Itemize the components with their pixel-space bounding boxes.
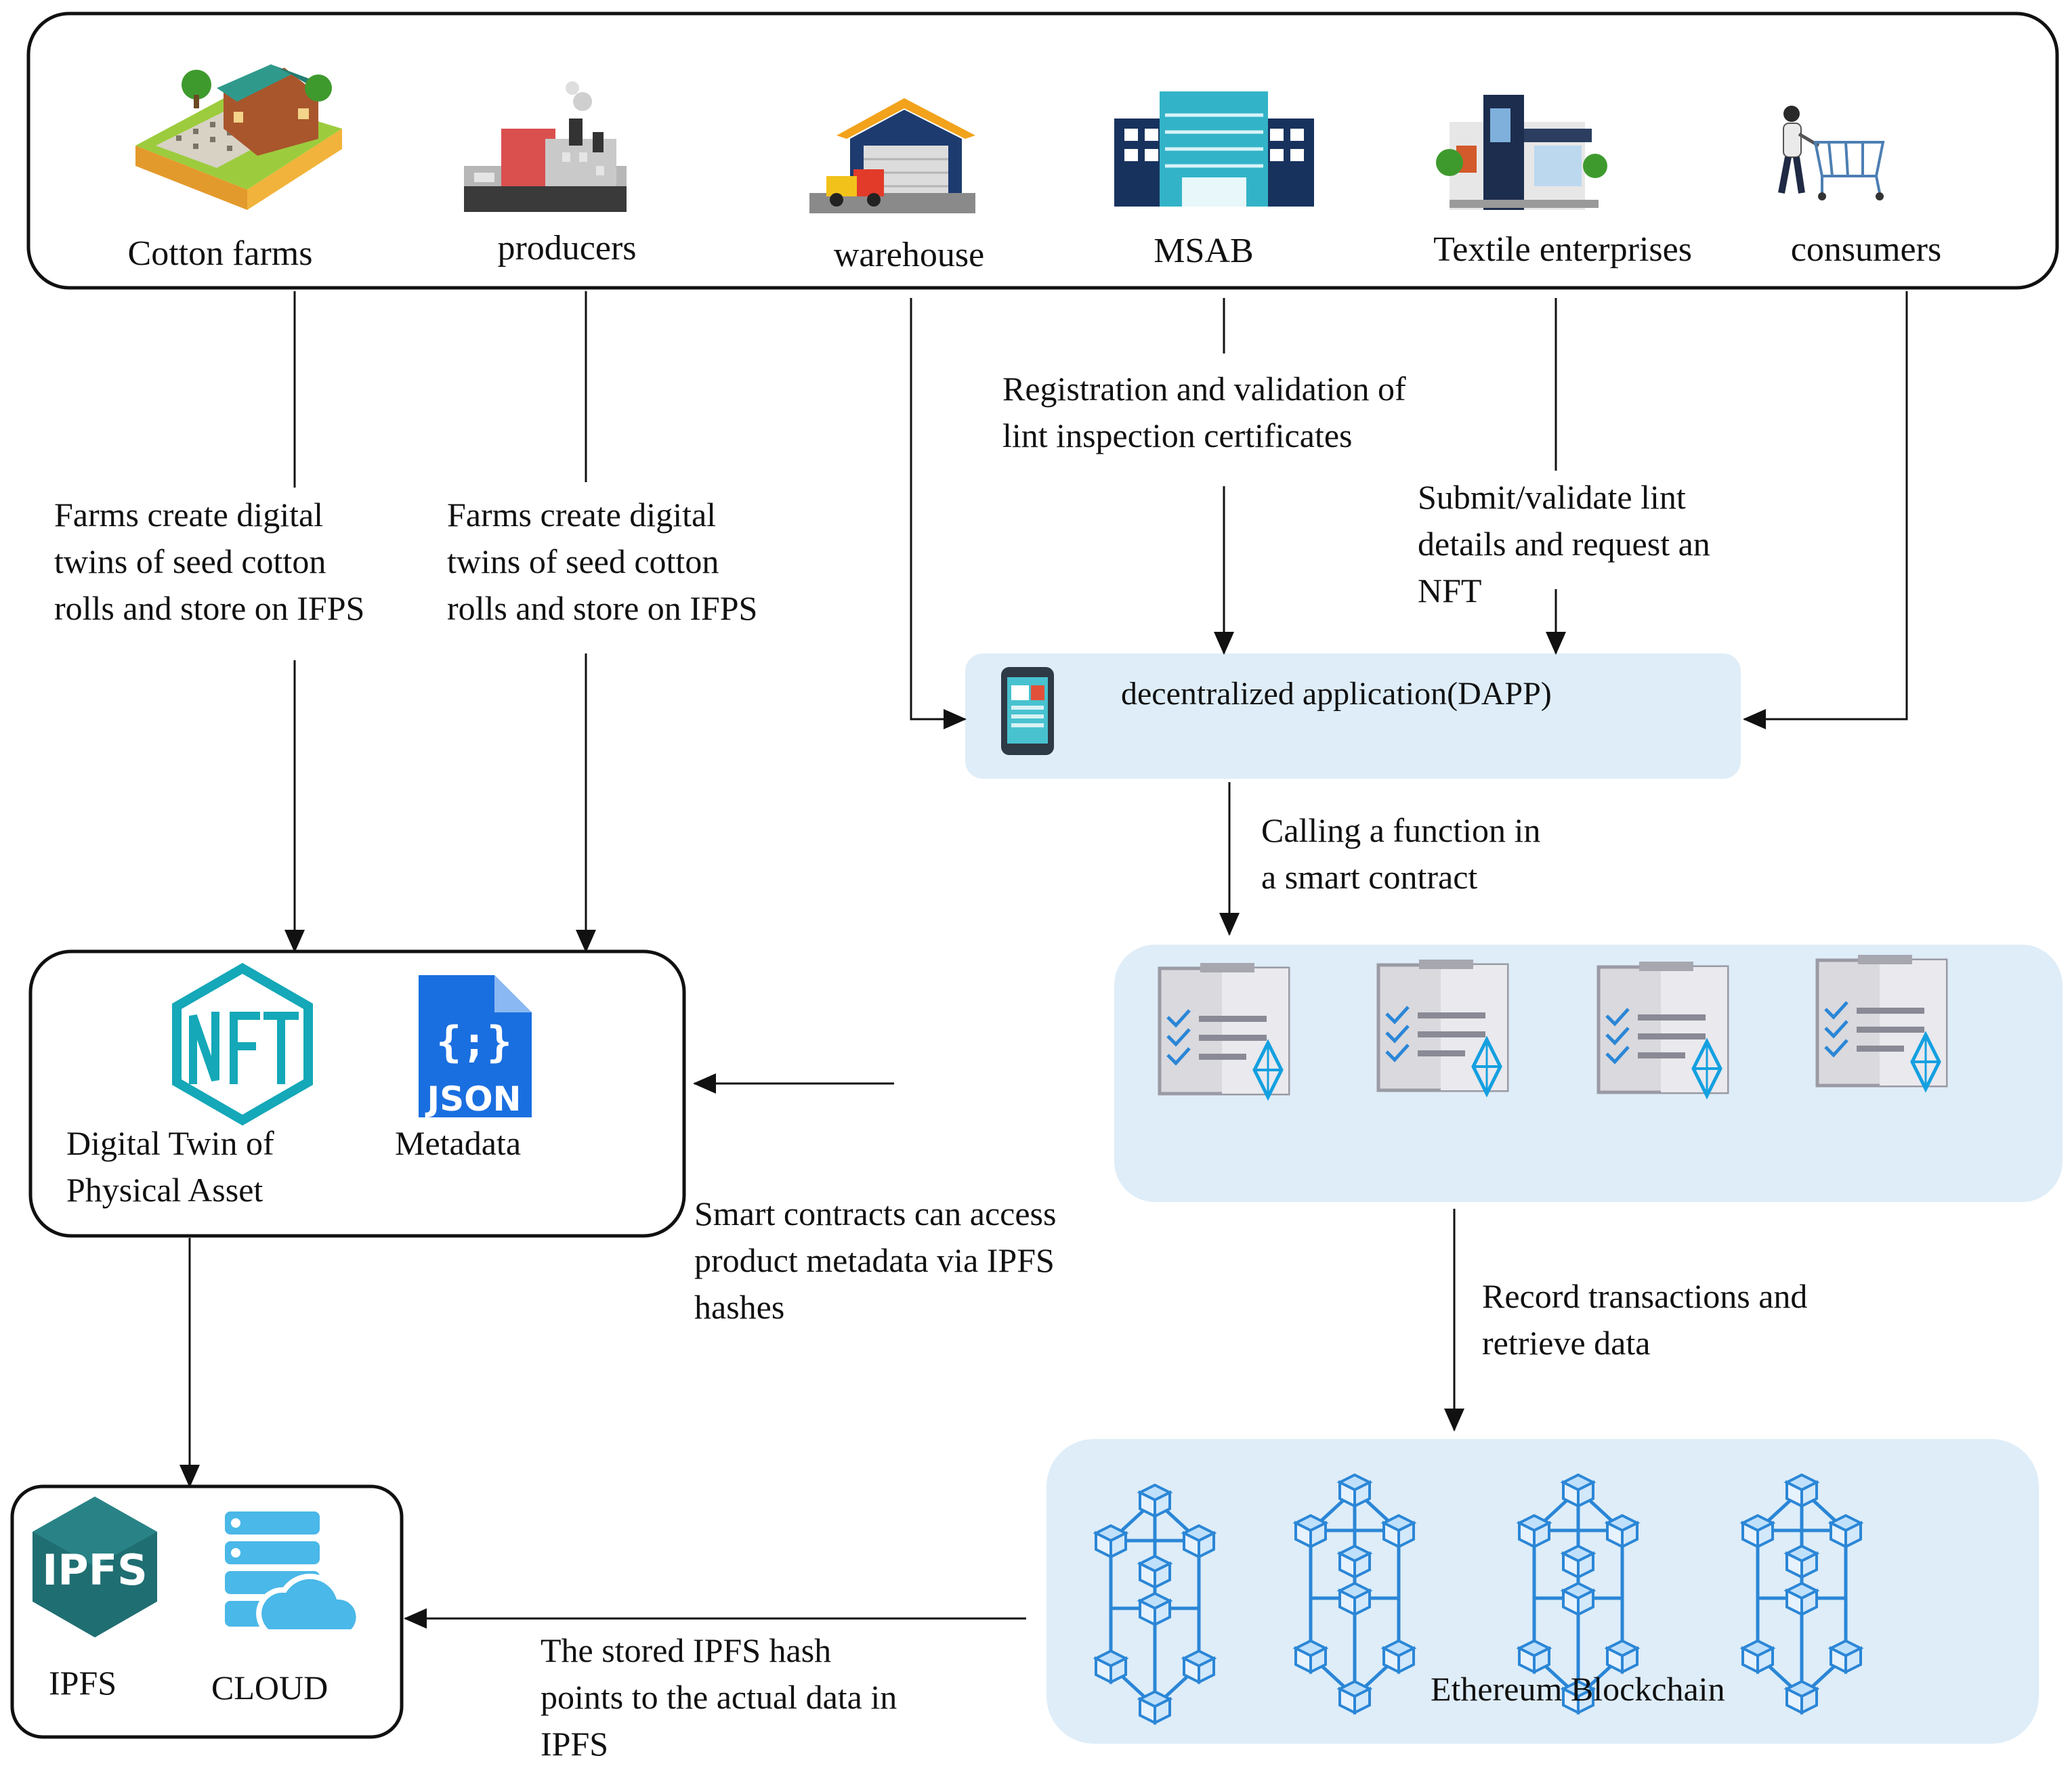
ipfs-logo-text: IPFS: [42, 1545, 148, 1595]
actor-label-textile-enterprises: Textile enterprises: [1433, 230, 1692, 269]
mobile-app-icon: [1001, 667, 1054, 755]
edge-label-chain-to-ipfs: The stored IPFS hash points to the actua…: [541, 1631, 897, 1763]
edge-label-contract-to-metadata: Smart contracts can access product metad…: [694, 1195, 1057, 1326]
warehouse-icon: [809, 98, 975, 213]
blockchain-label: Ethereum Blockchain: [1431, 1670, 1725, 1708]
smart-contract-doc-4: [1817, 955, 1946, 1089]
actors-panel: [26, 12, 2059, 290]
edge-label-contract-to-chain: Record transactions and retrieve data: [1482, 1277, 1808, 1362]
dapp-label: decentralized application(DAPP): [1121, 676, 1552, 712]
ipfs-label: IPFS: [49, 1664, 117, 1702]
actor-label-cotton-farms: Cotton farms: [127, 234, 313, 273]
json-badge: JSON: [425, 1079, 522, 1119]
metadata-label: Metadata: [395, 1124, 522, 1162]
smart-contract-doc-1: [1160, 963, 1288, 1097]
smart-contract-doc-3: [1599, 962, 1727, 1096]
edge-label-msab: Registration and validation of lint insp…: [1002, 370, 1406, 454]
textile-enterprise-icon: [1436, 95, 1607, 210]
blockchain-panel: [1046, 1439, 2039, 1744]
edge-label-textile: Submit/validate lint details and request…: [1418, 478, 1710, 609]
actor-label-producers: producers: [497, 229, 637, 267]
actor-label-consumers: consumers: [1790, 230, 1942, 269]
json-file-icon: {;} JSON: [419, 975, 532, 1119]
edge-label-dapp-to-contract: Calling a function in a smart contract: [1261, 811, 1541, 896]
cloud-label: CLOUD: [211, 1669, 329, 1707]
office-building-icon: [1114, 91, 1314, 207]
dapp-panel[interactable]: [965, 653, 1741, 779]
actor-label-warehouse: warehouse: [833, 236, 985, 274]
json-glyph: {;}: [436, 1017, 512, 1067]
farm-icon: [135, 64, 342, 210]
edge-label-producers: Farms create digital twins of seed cotto…: [447, 496, 758, 627]
edge-label-farms: Farms create digital twins of seed cotto…: [54, 496, 365, 627]
connectors: [179, 291, 1908, 1629]
smart-contract-doc-2: [1378, 960, 1507, 1094]
shopper-cart-icon: [1778, 106, 1885, 200]
cloud-server-icon: [225, 1511, 362, 1635]
nft-hexagon-icon: [172, 962, 313, 1126]
nft-label: Digital Twin of Physical Asset: [66, 1124, 274, 1209]
factory-icon: [464, 81, 627, 212]
actor-label-msab: MSAB: [1154, 232, 1254, 270]
ipfs-hexagon-icon: IPFS: [33, 1497, 157, 1637]
